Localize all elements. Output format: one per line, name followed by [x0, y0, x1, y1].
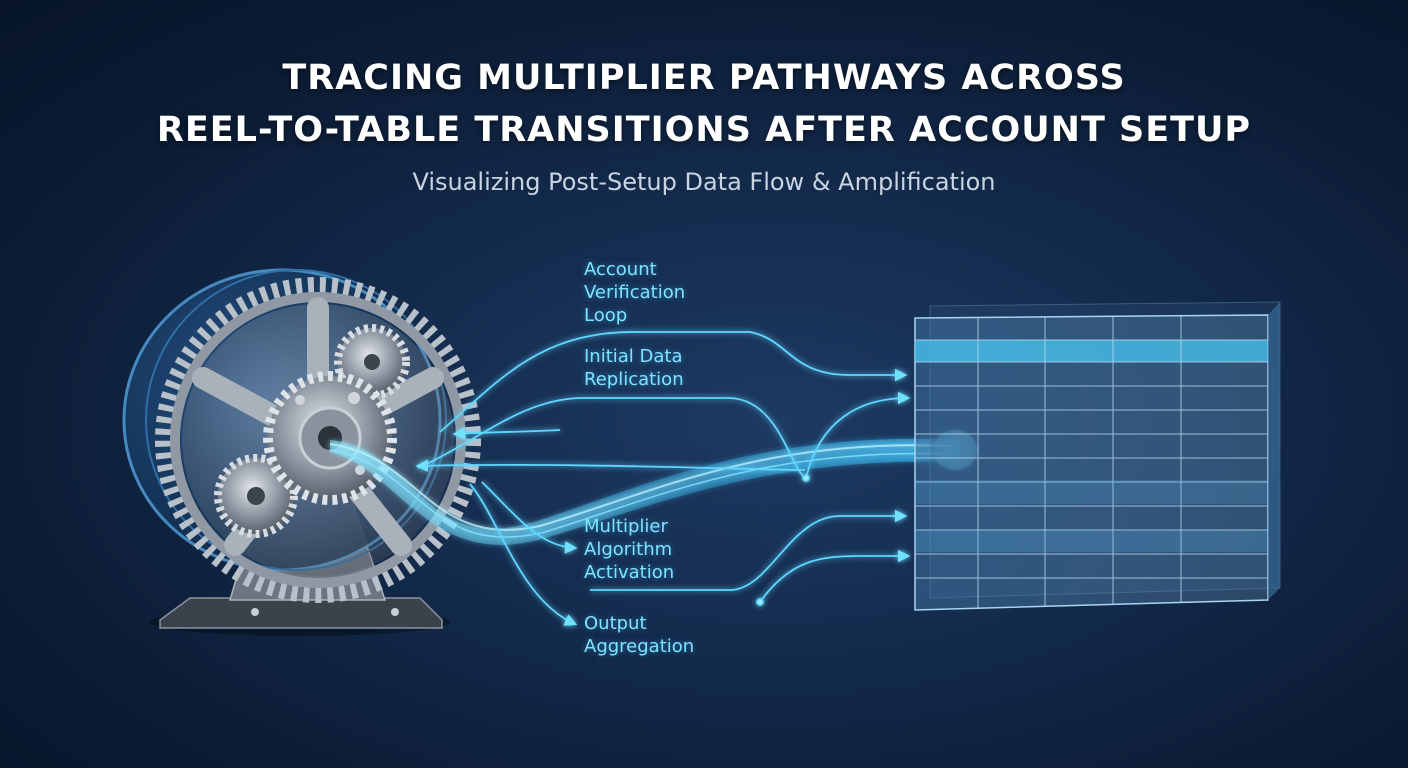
- gear-reel-icon: [124, 270, 473, 636]
- label-account-verification-loop: Account Verification Loop: [584, 258, 685, 327]
- data-table-icon: [915, 302, 1280, 610]
- path-to-output: [470, 484, 575, 624]
- label-output-aggregation: Output Aggregation: [584, 612, 694, 658]
- path-output-to-table: [760, 556, 908, 602]
- label-initial-data-replication: Initial Data Replication: [584, 345, 684, 391]
- label-multiplier-algorithm-activation: Multiplier Algorithm Activation: [584, 515, 674, 584]
